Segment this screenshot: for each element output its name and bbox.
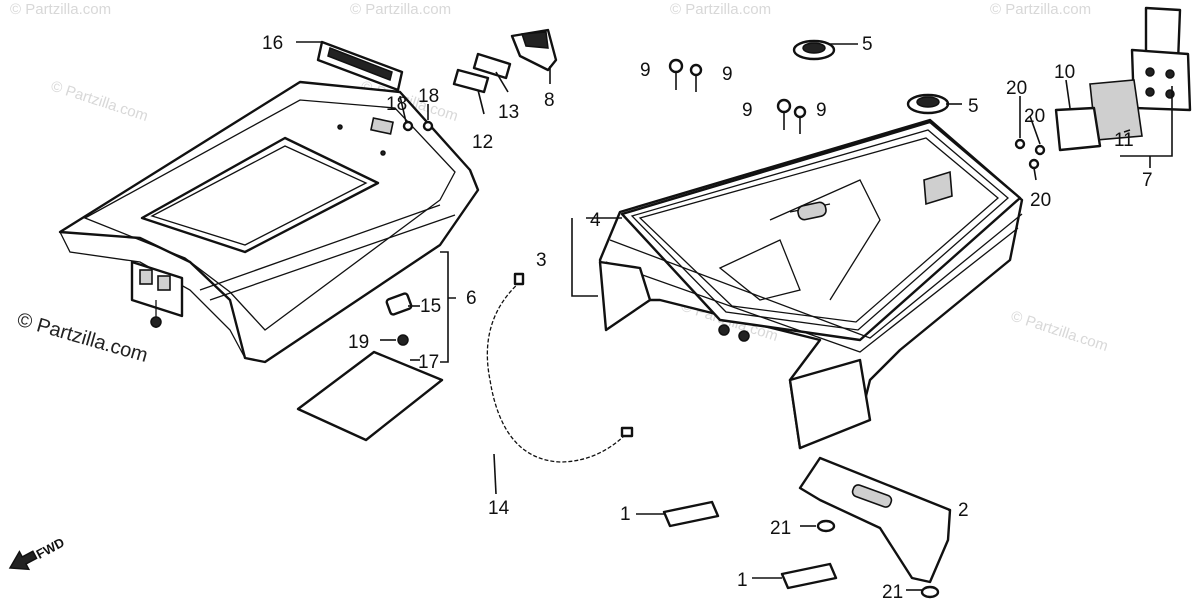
callout-18: 18 (418, 86, 439, 107)
cable-drawing (486, 272, 634, 463)
watermark: © Partzilla.com (990, 1, 1091, 18)
bracket-lower-drawing (798, 456, 952, 584)
callout-16: 16 (262, 33, 283, 54)
bracket-upper-drawing (1054, 6, 1192, 152)
screws-drawing (668, 58, 807, 134)
emblem-drawing (316, 40, 404, 92)
callout-5: 5 (862, 34, 873, 55)
mat-drawing (296, 350, 444, 442)
callout-17: 17 (418, 352, 439, 373)
callout-9: 9 (722, 64, 733, 85)
rubber-blocks-drawing (662, 500, 940, 599)
nut-drawing (1034, 144, 1046, 156)
callout-19: 19 (348, 332, 369, 353)
callout-13: 13 (498, 102, 519, 123)
watermark: © Partzilla.com (670, 1, 771, 18)
watermark: © Partzilla.com (1009, 308, 1110, 355)
plates-drawing (452, 28, 558, 94)
callout-1: 1 (737, 570, 748, 591)
callout-8: 8 (544, 90, 555, 111)
callout-6: 6 (466, 288, 477, 309)
watermark: © Partzilla.com (10, 1, 111, 18)
callout-15: 15 (420, 296, 441, 317)
callout-10: 10 (1054, 62, 1075, 83)
clip-drawing (385, 292, 413, 346)
callout-3: 3 (536, 250, 547, 271)
watermark: © Partzilla.com (49, 78, 150, 125)
trunk-body-drawing (598, 118, 1024, 450)
callout-20: 20 (1030, 190, 1051, 211)
callout-21: 21 (770, 518, 791, 539)
callout-20: 20 (1024, 106, 1045, 127)
callout-9: 9 (742, 100, 753, 121)
watermark: © Partzilla.com (350, 1, 451, 18)
callout-9: 9 (640, 60, 651, 81)
callout-11: 11 (1114, 130, 1134, 151)
fwd-label: FWD (34, 535, 67, 562)
nut-drawing (1014, 138, 1026, 150)
copyright-text: © Partzilla.com (15, 309, 151, 367)
fwd-arrow-icon: FWD (8, 535, 67, 571)
callout-14: 14 (488, 498, 510, 519)
callout-2: 2 (958, 500, 969, 521)
knobs-drawing (792, 39, 950, 115)
callout-labels: 1 1 2 3 4 5 5 6 7 8 9 9 9 9 10 11 12 13 … (262, 33, 1153, 603)
callout-21: 21 (882, 582, 903, 603)
callout-20: 20 (1006, 78, 1027, 99)
callout-1: 1 (620, 504, 631, 525)
callout-9: 9 (816, 100, 827, 121)
screw-drawing (402, 120, 414, 132)
trunk-lid-drawing (58, 80, 480, 364)
callout-12: 12 (472, 132, 493, 153)
leader-lines (296, 41, 1173, 591)
callout-4: 4 (590, 210, 601, 231)
screw-drawing (422, 120, 434, 132)
nut-drawing (1028, 158, 1040, 170)
callout-7: 7 (1142, 170, 1153, 191)
callout-5: 5 (968, 96, 979, 117)
callout-18: 18 (386, 94, 407, 115)
